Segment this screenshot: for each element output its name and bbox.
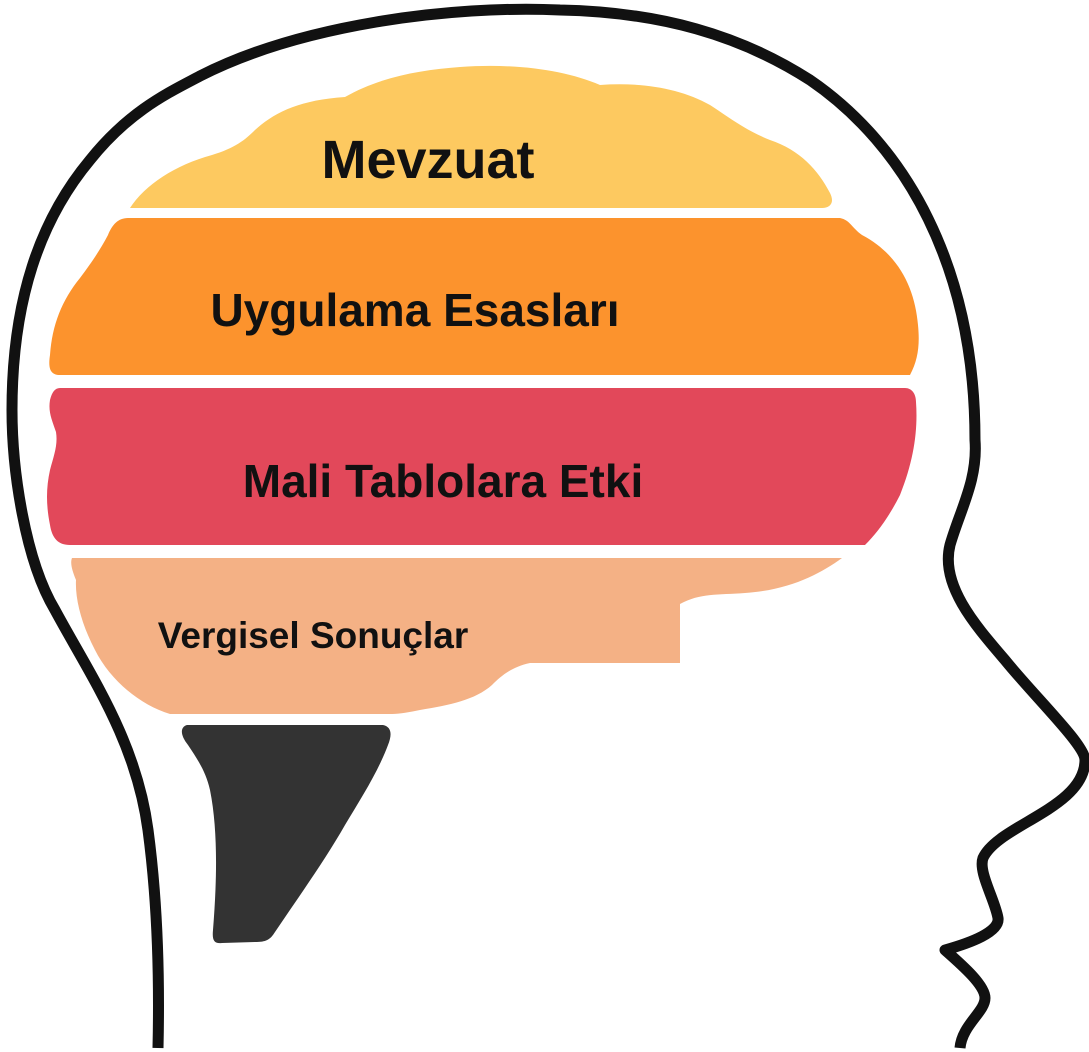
brain-layer-uygulama	[49, 218, 919, 375]
layer-label-uygulama: Uygulama Esasları	[210, 284, 619, 336]
brain-stem-shape	[181, 725, 391, 944]
layer-label-mevzuat: Mevzuat	[321, 130, 534, 190]
brain-layer-mali	[47, 388, 917, 545]
brain-layer-mevzuat	[130, 65, 833, 208]
layer-label-mali: Mali Tablolara Etki	[243, 455, 643, 507]
layer-label-vergisel: Vergisel Sonuçlar	[158, 615, 469, 656]
head-outline	[6, 3, 1089, 1050]
brain-layer-vergisel	[71, 558, 842, 714]
